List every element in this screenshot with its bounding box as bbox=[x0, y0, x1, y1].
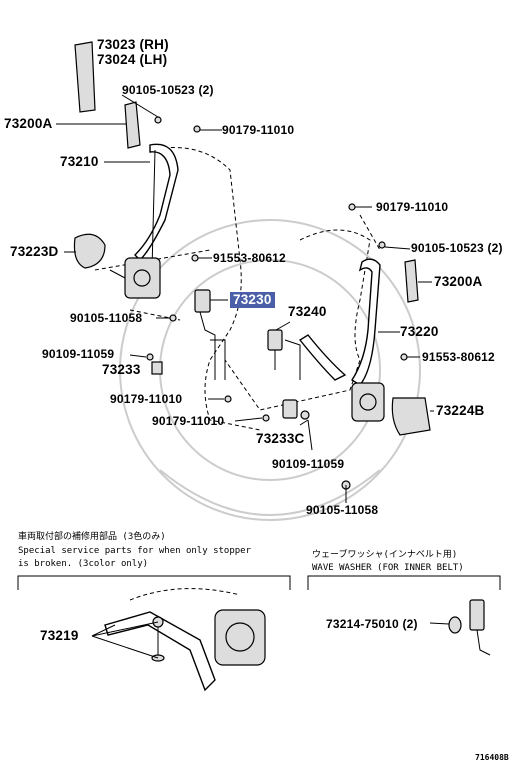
label-73233c: 73233C bbox=[256, 431, 305, 446]
label-90179-11010-top: 90179-11010 bbox=[222, 123, 295, 137]
label-73223d: 73223D bbox=[10, 244, 59, 259]
stopper-detail-73219 bbox=[91, 588, 266, 692]
label-90179-11010-a: 90179-11010 bbox=[110, 392, 183, 406]
figure-id: 716408B bbox=[475, 753, 509, 762]
label-90109-11059-right: 90109-11059 bbox=[272, 457, 345, 471]
label-90109-11059-left: 90109-11059 bbox=[42, 347, 115, 361]
anchor-bracket-left bbox=[124, 101, 141, 149]
right-belt-73220 bbox=[351, 258, 381, 386]
label-73210: 73210 bbox=[60, 154, 99, 169]
buckle-73230 bbox=[194, 289, 211, 313]
note-left-english-line2: is broken. (3color only) bbox=[18, 559, 149, 569]
note-right-japanese: ウェーブワッシャ(インナベルト用) bbox=[312, 550, 458, 560]
label-73200a-right: 73200A bbox=[434, 274, 483, 289]
left-belt-73210 bbox=[134, 143, 179, 261]
washer-detail-73214 bbox=[429, 599, 491, 656]
note-left-english-line1: Special service parts for when only stop… bbox=[18, 546, 251, 556]
note-left-japanese: 車両取付部の補修用部品 (3色のみ) bbox=[18, 532, 166, 542]
label-90105-11058-bottom: 90105-11058 bbox=[306, 503, 379, 517]
watermark bbox=[119, 219, 421, 521]
label-73240: 73240 bbox=[288, 304, 327, 319]
label-73220: 73220 bbox=[400, 324, 439, 339]
label-73200a-left: 73200A bbox=[4, 116, 53, 131]
label-73224b: 73224B bbox=[436, 403, 485, 418]
cover-73223d bbox=[73, 233, 106, 269]
label-73233: 73233 bbox=[102, 362, 141, 377]
label-90105-10523-right: 90105-10523 (2) bbox=[411, 241, 503, 255]
label-90105-10523-top: 90105-10523 (2) bbox=[122, 83, 214, 97]
note-brackets bbox=[17, 575, 501, 590]
label-73214-75010: 73214-75010 (2) bbox=[326, 617, 418, 631]
label-91553-80612-right: 91553-80612 bbox=[422, 350, 495, 364]
label-90179-11010-right: 90179-11010 bbox=[376, 200, 449, 214]
right-seat-outline bbox=[224, 229, 371, 411]
note-right-english: WAVE WASHER (FOR INNER BELT) bbox=[312, 563, 464, 573]
label-73024: 73024 (LH) bbox=[97, 52, 168, 67]
label-73230: 73230 bbox=[230, 292, 275, 308]
leader-lines bbox=[56, 94, 434, 503]
anchor-bracket-right bbox=[404, 259, 419, 303]
pillar-cover-73023 bbox=[74, 41, 96, 113]
cover-73224b bbox=[391, 397, 431, 436]
cover-73233c bbox=[282, 399, 298, 419]
label-73023: 73023 (RH) bbox=[97, 37, 169, 52]
label-73219: 73219 bbox=[40, 628, 79, 643]
label-91553-80612-left: 91553-80612 bbox=[213, 251, 286, 265]
label-90105-11058-mid: 90105-11058 bbox=[70, 311, 143, 325]
buckle-73240 bbox=[267, 329, 283, 351]
label-90179-11010-b: 90179-11010 bbox=[152, 414, 225, 428]
